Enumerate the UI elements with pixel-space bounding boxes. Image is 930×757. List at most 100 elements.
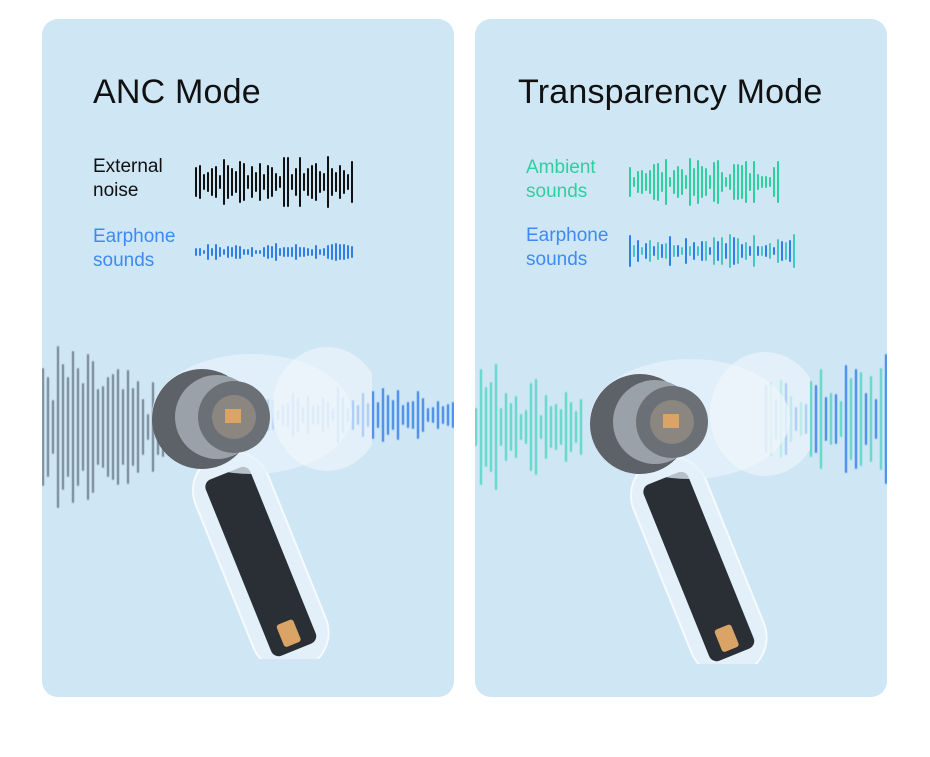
wave-bar xyxy=(195,247,197,257)
wave-bar xyxy=(215,166,217,198)
wave-bar xyxy=(283,247,285,257)
earphone-sounds-waveform xyxy=(629,221,795,281)
wave-bar xyxy=(860,372,862,466)
wave-bar xyxy=(291,247,293,257)
wave-bar xyxy=(637,240,639,262)
wave-bar xyxy=(315,244,317,260)
wave-bar xyxy=(319,170,321,194)
wave-bar xyxy=(757,246,759,256)
wave-bar xyxy=(661,172,663,192)
wave-bar xyxy=(259,249,261,255)
wave-bar xyxy=(713,236,715,266)
wave-bar xyxy=(351,245,353,259)
wave-bar xyxy=(737,163,739,201)
wave-bar xyxy=(215,243,217,261)
wave-bar xyxy=(442,405,444,425)
wave-bar xyxy=(701,240,703,262)
wave-bar xyxy=(279,175,281,189)
wave-bar xyxy=(331,244,333,260)
wave-bar xyxy=(645,173,647,191)
wave-bar xyxy=(721,172,723,192)
wave-bar xyxy=(649,240,651,262)
wave-bar xyxy=(709,247,711,255)
wave-bar xyxy=(530,382,532,472)
ambient-sounds-waveform xyxy=(629,152,779,212)
wave-bar xyxy=(815,385,817,453)
wave-bar xyxy=(207,243,209,261)
wave-bar xyxy=(749,246,751,256)
wave-bar xyxy=(777,161,779,203)
wave-bar xyxy=(697,160,699,204)
wave-bar xyxy=(753,234,755,268)
wave-bar xyxy=(633,176,635,188)
wave-bar xyxy=(299,156,301,208)
wave-bar xyxy=(761,176,763,188)
wave-bar xyxy=(495,364,497,490)
wave-bar xyxy=(223,248,225,256)
wave-bar xyxy=(789,239,791,263)
wave-bar xyxy=(500,408,502,446)
wave-bar xyxy=(327,156,329,208)
wave-bar xyxy=(741,243,743,259)
wave-bar xyxy=(347,244,349,260)
wave-bar xyxy=(203,249,205,255)
wave-bar xyxy=(137,381,139,473)
wave-bar xyxy=(255,249,257,255)
wave-bar xyxy=(437,401,439,429)
wave-bar xyxy=(432,406,434,424)
wave-bar xyxy=(382,387,384,443)
wave-bar xyxy=(840,400,842,438)
wave-bar xyxy=(387,395,389,435)
wave-bar xyxy=(62,364,64,490)
wave-bar xyxy=(709,174,711,190)
wave-bar xyxy=(653,246,655,256)
wave-bar xyxy=(343,169,345,195)
wave-bar xyxy=(299,246,301,258)
wave-bar xyxy=(287,246,289,258)
wave-bar xyxy=(685,175,687,189)
wave-bar xyxy=(271,245,273,259)
wave-bar xyxy=(327,244,329,260)
wave-bar xyxy=(633,245,635,257)
wave-bar xyxy=(412,400,414,430)
wave-bar xyxy=(810,381,812,457)
wave-bar xyxy=(793,234,795,268)
wave-bar xyxy=(407,401,409,429)
earphone-sounds-label: Earphone sounds xyxy=(526,225,609,270)
wave-bar xyxy=(785,241,787,261)
wave-bar xyxy=(227,164,229,200)
wave-bar xyxy=(520,413,522,441)
wave-bar xyxy=(749,172,751,192)
wave-bar xyxy=(875,399,877,439)
wave-bar xyxy=(637,170,639,193)
wave-bar xyxy=(77,368,79,486)
wave-bar xyxy=(705,241,707,261)
wave-bar xyxy=(319,249,321,255)
anc-mode-panel: ANC Mode External noise Earphone sounds xyxy=(42,19,454,697)
wave-bar xyxy=(72,351,74,503)
wave-bar xyxy=(721,236,723,266)
wave-bar xyxy=(339,243,341,261)
wave-bar xyxy=(397,390,399,440)
wave-bar xyxy=(693,168,695,196)
wave-bar xyxy=(263,247,265,257)
wave-bar xyxy=(490,382,492,472)
wave-bar xyxy=(885,353,887,485)
wave-bar xyxy=(725,242,727,260)
wave-bar xyxy=(505,393,507,461)
wave-bar xyxy=(629,166,631,198)
wave-bar xyxy=(480,368,482,486)
wave-bar xyxy=(199,165,201,199)
wave-bar xyxy=(47,377,49,477)
wave-bar xyxy=(97,389,99,465)
wave-bar xyxy=(117,369,119,485)
wave-bar xyxy=(452,402,454,428)
wave-bar xyxy=(765,244,767,258)
wave-bar xyxy=(510,403,512,451)
wave-bar xyxy=(67,376,69,478)
wave-bar xyxy=(773,246,775,256)
wave-bar xyxy=(331,167,333,197)
wave-bar xyxy=(267,245,269,259)
wave-bar xyxy=(835,393,837,445)
wave-bar xyxy=(565,392,567,462)
